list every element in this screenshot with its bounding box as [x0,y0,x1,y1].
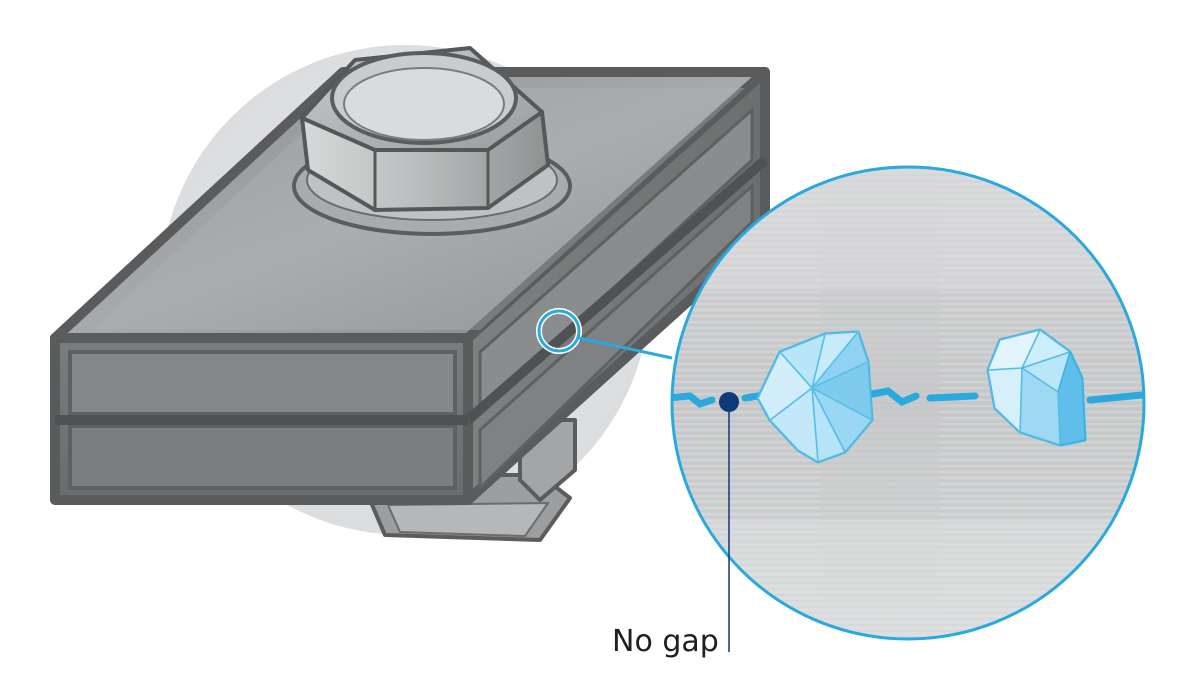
surface-interface-line [672,392,716,408]
callout-leader [578,336,673,360]
no-gap-label: No gap [612,624,719,659]
magnifier-ring [670,165,1146,641]
contact-point-marker [719,392,739,412]
hex-nut [292,46,572,236]
magnifier-lens [670,165,1146,641]
crystal-particle-icon [756,330,874,464]
crystal-particle-icon [986,328,1087,447]
